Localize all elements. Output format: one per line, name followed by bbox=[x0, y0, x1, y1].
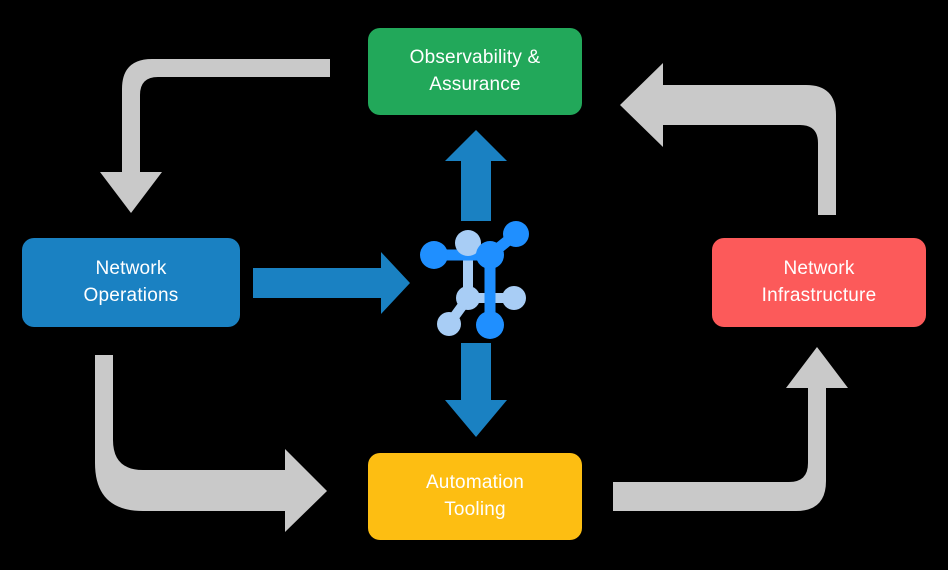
node-network-operations[interactable]: Network Operations bbox=[22, 238, 240, 327]
node-netops-label-line2: Operations bbox=[83, 284, 179, 306]
node-automation-label-line1: Automation bbox=[425, 472, 525, 494]
node-observability-label-line2: Assurance bbox=[429, 73, 521, 95]
node-observability-label-line1: Observability & bbox=[409, 47, 541, 69]
node-network-infrastructure[interactable]: Network Infrastructure bbox=[712, 238, 926, 327]
arrow-netops-to-hub bbox=[253, 252, 410, 314]
arrow-netinfra-to-observability bbox=[620, 63, 836, 215]
node-automation-label-line2: Tooling bbox=[444, 498, 506, 520]
arrow-observability-to-netops bbox=[100, 59, 330, 213]
network-topology-icon bbox=[420, 221, 529, 339]
node-netops-label-line1: Network bbox=[95, 258, 167, 280]
arrow-netops-to-automation bbox=[95, 355, 327, 532]
arrow-hub-to-observability bbox=[445, 130, 507, 221]
node-automation-tooling[interactable]: Automation Tooling bbox=[368, 453, 582, 540]
arrow-hub-to-automation bbox=[445, 343, 507, 437]
node-netinfra-label-line2: Infrastructure bbox=[761, 284, 877, 306]
node-netinfra-label-line1: Network bbox=[783, 258, 855, 280]
node-observability-assurance[interactable]: Observability & Assurance bbox=[368, 28, 582, 115]
arrow-automation-to-netinfra bbox=[613, 347, 848, 511]
